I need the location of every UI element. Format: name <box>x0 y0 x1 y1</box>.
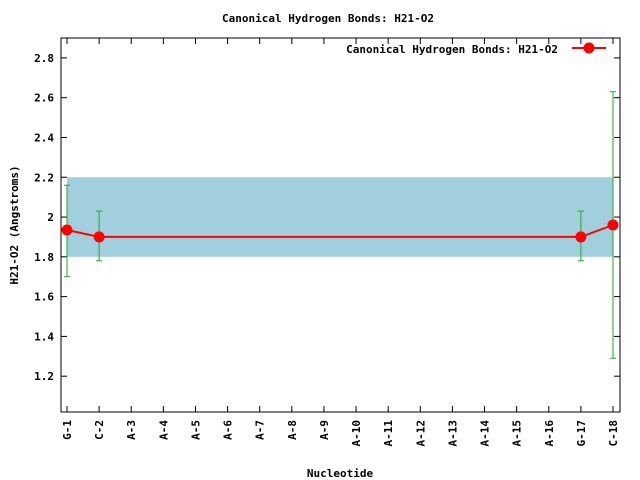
y-tick-label: 1.2 <box>34 370 54 383</box>
plot-area: 1.2 1.4 1.6 1.8 2 2.2 2.4 2.6 2.8G-1 C-2 A-3 A-4 A-5… <box>34 37 621 447</box>
y-tick-label: 1.8 <box>34 251 54 264</box>
data-point <box>61 224 73 236</box>
y-tick-label: 1.6 <box>34 291 54 304</box>
chart-title: Canonical Hydrogen Bonds: H21-O2 <box>222 12 434 25</box>
x-tick-label: A-8 <box>286 420 299 440</box>
data-point <box>93 231 105 243</box>
x-tick-label: A-4 <box>157 420 170 440</box>
series-line <box>66 224 614 238</box>
y-tick-label: 2.2 <box>34 171 54 184</box>
x-tick-label: A-7 <box>254 420 267 440</box>
legend-label: Canonical Hydrogen Bonds: H21-O2 <box>346 43 558 56</box>
x-tick-label: A-16 <box>543 420 556 447</box>
data-point <box>575 231 587 243</box>
x-tick-label: G-17 <box>575 420 588 447</box>
x-tick-label: A-6 <box>222 420 235 440</box>
x-tick-label: G-1 <box>61 420 74 440</box>
x-tick-label: A-14 <box>479 420 492 447</box>
x-axis-label: Nucleotide <box>307 467 374 480</box>
x-tick-label: A-15 <box>511 420 524 447</box>
y-axis-label: H21-O2 (Angstroms) <box>8 165 21 284</box>
x-tick-label: A-10 <box>350 420 363 447</box>
data-point <box>607 219 619 231</box>
x-tick-label: A-12 <box>414 420 427 447</box>
y-tick-label: 2.6 <box>34 92 54 105</box>
y-tick-label: 2 <box>47 211 54 224</box>
x-tick-label: A-3 <box>125 420 138 440</box>
x-tick-label: A-9 <box>318 420 331 440</box>
y-tick-label: 2.8 <box>34 52 54 65</box>
x-tick-label: A-11 <box>382 420 395 447</box>
x-tick-label: C-18 <box>607 420 620 447</box>
x-tick-label: A-5 <box>189 420 202 440</box>
x-tick-label: C-2 <box>93 420 106 440</box>
y-tick-label: 2.4 <box>34 131 54 144</box>
plot-border <box>60 37 621 413</box>
legend-marker <box>583 42 595 54</box>
reference-band <box>67 177 613 257</box>
y-tick-label: 1.4 <box>34 330 54 343</box>
x-tick-label: A-13 <box>446 420 459 447</box>
legend: Canonical Hydrogen Bonds: H21-O2 <box>346 42 606 56</box>
